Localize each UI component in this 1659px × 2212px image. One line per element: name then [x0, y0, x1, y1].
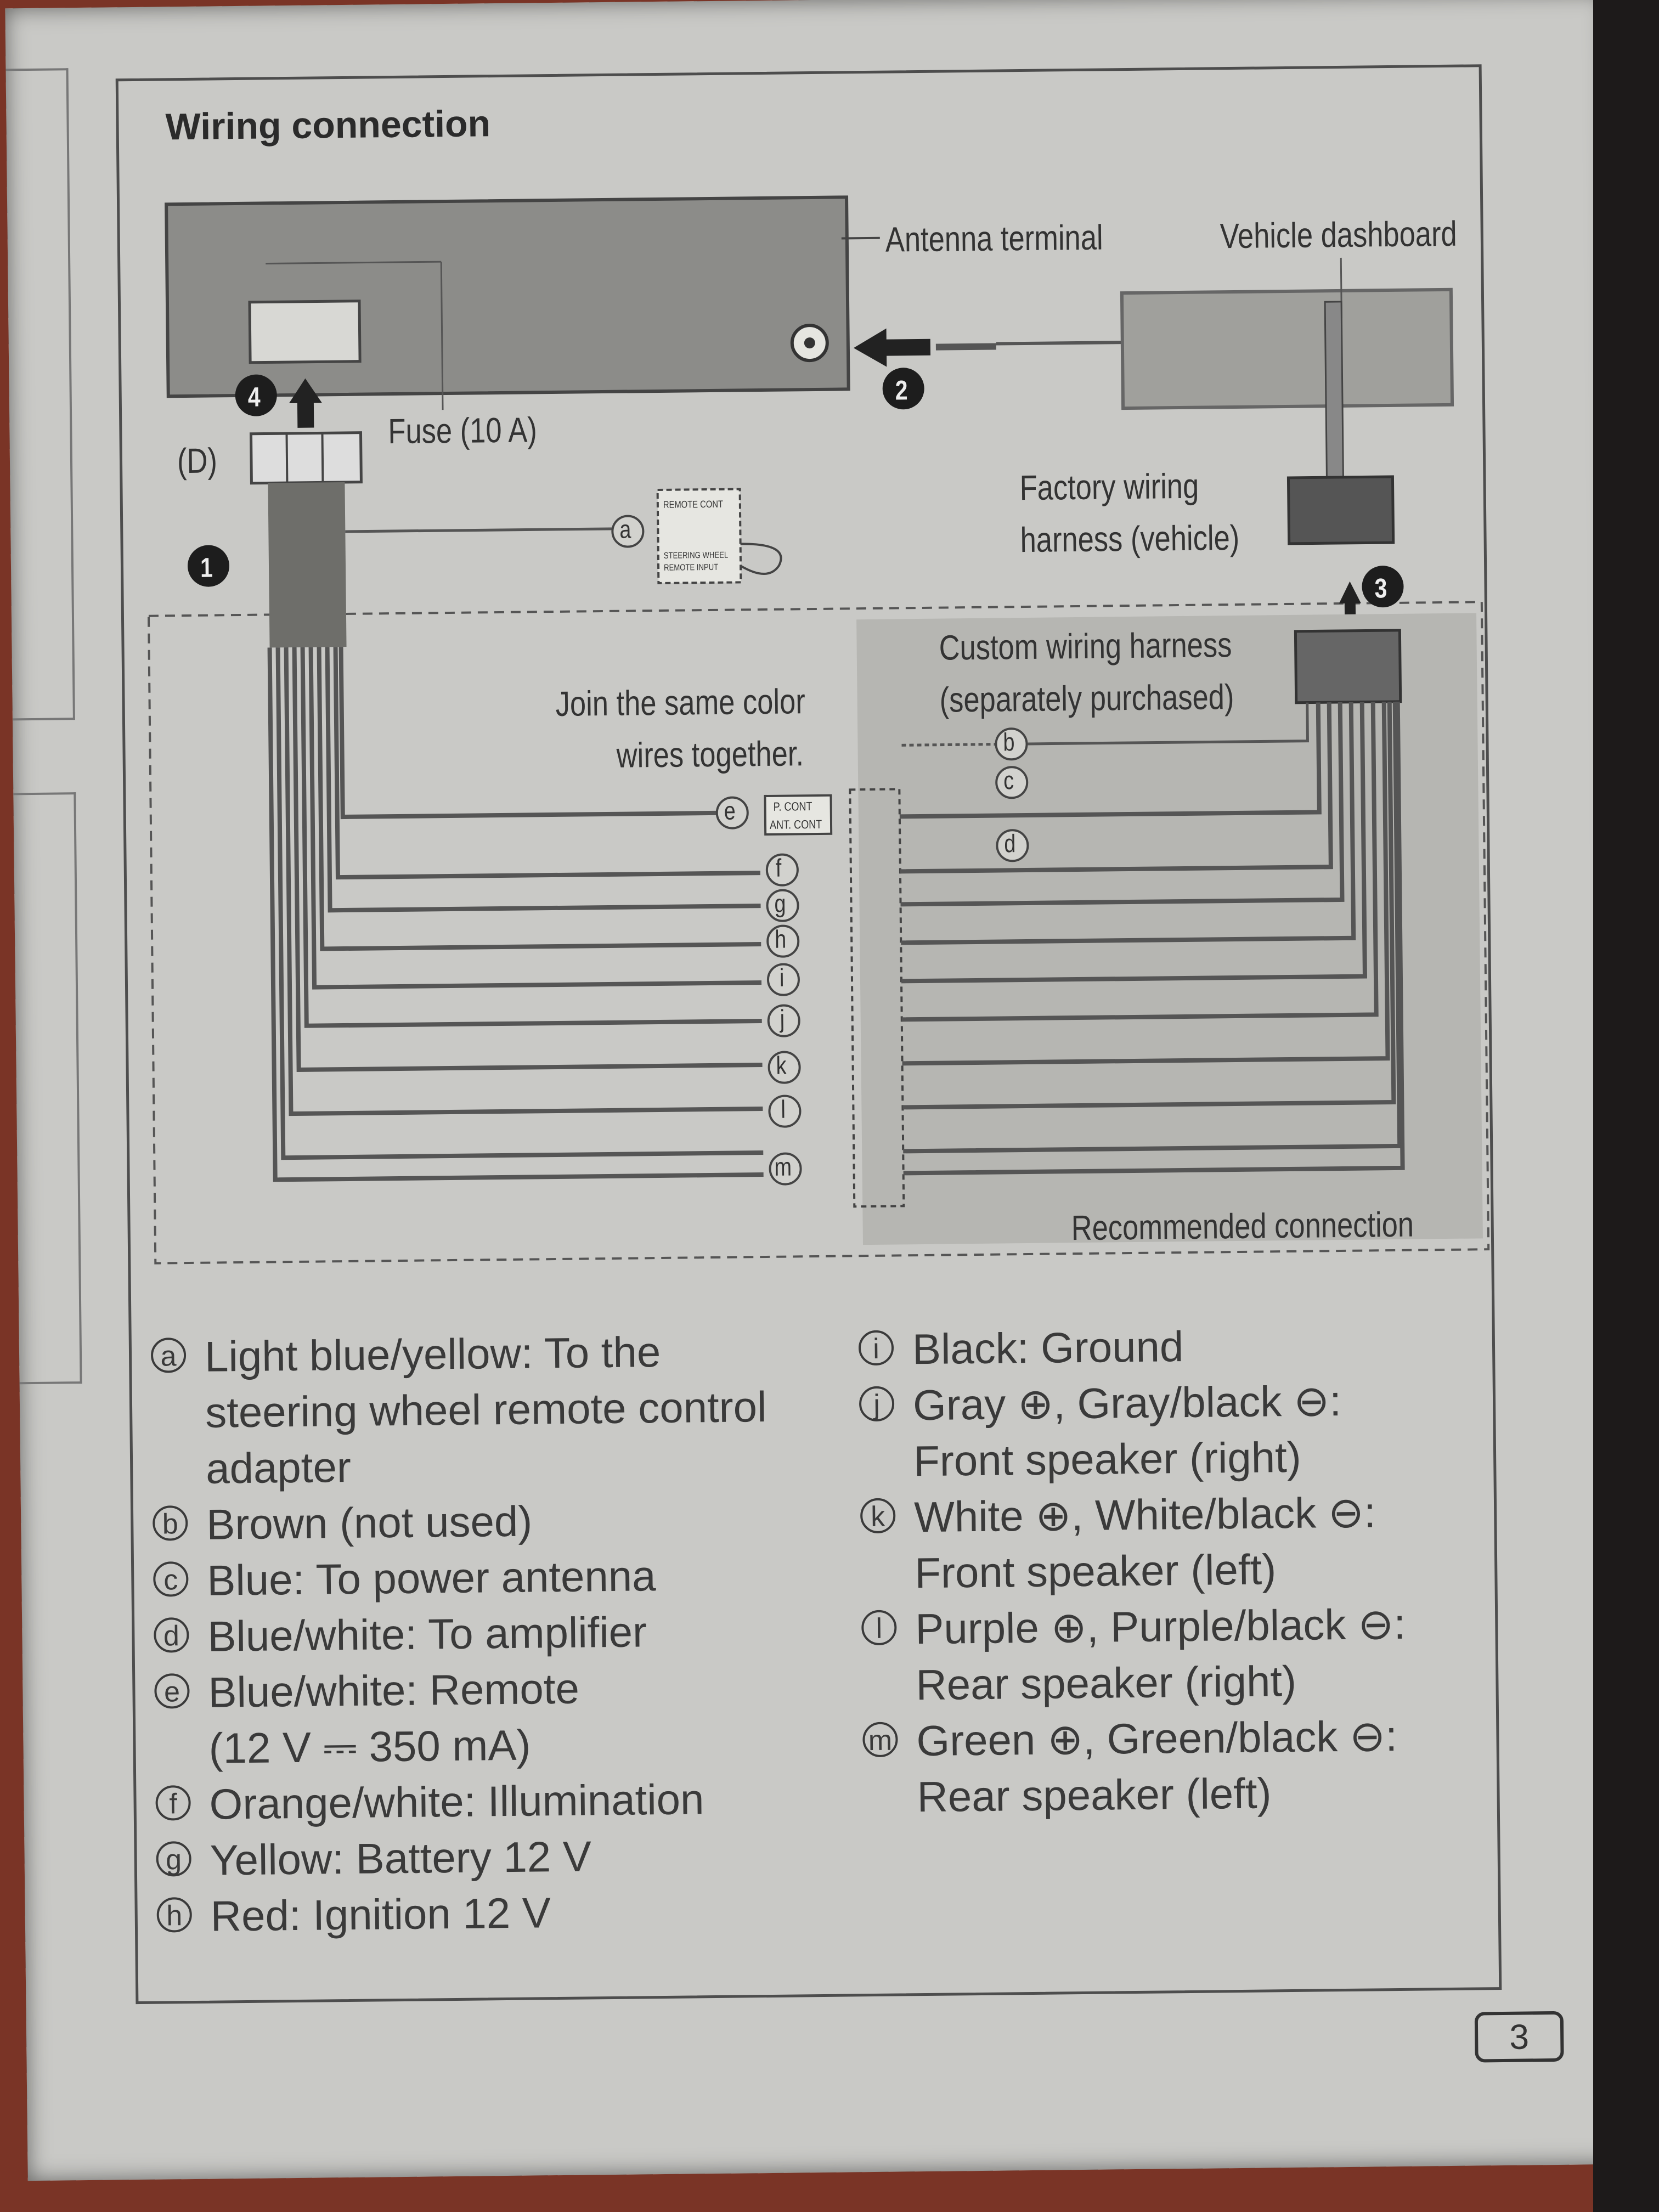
legend-text: Blue/white: To amplifier [207, 1607, 647, 1661]
step-1-marker [188, 545, 230, 587]
wire-letter-a: a [619, 515, 631, 544]
factory-wiring-label-1: Factory wiring [1019, 466, 1199, 508]
fuse-label: Fuse (10 A) [388, 410, 538, 452]
legend-item-c: c Blue: To power antenna [153, 1546, 845, 1609]
legend-letter: e [154, 1673, 190, 1709]
wire-letter-c: c [1003, 766, 1014, 795]
wire-letter-l: l [781, 1094, 786, 1124]
wire-letter-h: h [774, 924, 787, 953]
legend-letter: d [154, 1617, 189, 1653]
legend-right: i Black: Ground j Gray ⊕, Gray/black ⊖: … [858, 1315, 1500, 1825]
legend-item-l: l Purple ⊕, Purple/black ⊖: Rear speaker… [861, 1595, 1499, 1713]
legend-text: Blue/white: Remote (12 V ⎓ 350 mA) [208, 1664, 580, 1773]
connector-socket [248, 300, 362, 364]
recommended-box [147, 601, 1490, 1265]
legend-letter: g [156, 1841, 192, 1877]
legend-letter: h [156, 1897, 193, 1933]
background-edge [1593, 0, 1659, 2212]
legend-text: Purple ⊕, Purple/black ⊖: Rear speaker (… [915, 1599, 1406, 1709]
step-2-marker [882, 368, 924, 410]
legend-item-k: k White ⊕, White/black ⊖: Front speaker … [860, 1483, 1498, 1601]
wiring-diagram [147, 195, 1490, 1265]
factory-harness-plug [1286, 475, 1395, 545]
wire-letter-j: j [780, 1004, 785, 1033]
pcont-connector [764, 794, 833, 836]
legend-letter: k [860, 1498, 896, 1534]
legend-letter: l [861, 1610, 897, 1646]
legend-item-m: m Green ⊕, Green/black ⊖: Rear speaker (… [862, 1707, 1500, 1825]
legend-text: Gray ⊕, Gray/black ⊖: Front speaker (rig… [912, 1376, 1342, 1486]
custom-harness-label-2: (separately purchased) [939, 677, 1234, 720]
legend-letter: a [150, 1338, 187, 1373]
legend-item-e: e Blue/white: Remote (12 V ⎓ 350 mA) [154, 1658, 847, 1777]
legend-item-g: g Yellow: Battery 12 V [156, 1826, 848, 1889]
legend-text: White ⊕, White/black ⊖: Front speaker (l… [913, 1488, 1376, 1598]
legend-text: Yellow: Battery 12 V [210, 1832, 592, 1884]
left-wires [267, 647, 764, 1182]
legend-letter: m [862, 1722, 898, 1758]
legend-item-d: d Blue/white: To amplifier [154, 1602, 845, 1665]
legend-text: Light blue/yellow: To the steering wheel… [204, 1328, 767, 1493]
recommended-connection-label: Recommended connection [1071, 1204, 1414, 1248]
remote-cont-label: REMOTE CONT [663, 498, 724, 510]
page-number: 3 [1474, 2011, 1564, 2063]
legend-text: Green ⊕, Green/black ⊖: Rear speaker (le… [916, 1712, 1398, 1821]
pcont-label: P. CONT [773, 799, 812, 814]
legend-letter: c [153, 1561, 189, 1597]
legend-text: Brown (not used) [206, 1497, 533, 1549]
iso-plug [249, 431, 363, 485]
legend-item-h: h Red: Ignition 12 V [156, 1882, 848, 1945]
head-unit [165, 195, 850, 398]
legend-text: Red: Ignition 12 V [210, 1888, 551, 1940]
legend-item-b: b Brown (not used) [152, 1490, 844, 1553]
legend-letter: j [859, 1386, 895, 1422]
legend-letter: b [152, 1505, 188, 1541]
wire-letter-b: b [1003, 727, 1015, 757]
wire-letter-circles [611, 515, 1029, 1186]
factory-wiring-label-2: harness (vehicle) [1020, 517, 1240, 560]
step-2-number: 2 [895, 375, 908, 406]
wire-letter-m: m [774, 1152, 792, 1181]
legend-item-j: j Gray ⊕, Gray/black ⊖: Front speaker (r… [859, 1371, 1497, 1489]
vehicle-dashboard [1120, 287, 1454, 410]
legend-letter: f [155, 1785, 191, 1821]
legend-left: a Light blue/yellow: To the steering whe… [150, 1322, 849, 1945]
step-3-marker [1362, 566, 1404, 608]
legend-text: Blue: To power antenna [206, 1551, 656, 1605]
wire-bundle [268, 482, 347, 648]
join-wires-label-2: wires together. [616, 733, 804, 775]
wire-letter-k: k [776, 1051, 787, 1080]
d-label: (D) [177, 441, 218, 481]
antenna-terminal-label: Antenna terminal [885, 217, 1103, 259]
manual-page: Wiring connection [5, 0, 1630, 2181]
custom-harness-label-1: Custom wiring harness [939, 625, 1232, 668]
antcont-label: ANT. CONT [769, 817, 822, 832]
wire-letter-g: g [774, 889, 786, 918]
wire-letter-e: e [724, 796, 736, 825]
legend-letter: i [858, 1330, 894, 1366]
legend-text: Orange/white: Illumination [209, 1775, 704, 1829]
step-4-marker [235, 374, 277, 416]
legend-text: Black: Ground [912, 1322, 1184, 1374]
remote-connector [656, 488, 742, 585]
legend-item-i: i Black: Ground [858, 1315, 1495, 1378]
wire-letter-d: d [1004, 829, 1016, 858]
step-1-number: 1 [200, 552, 213, 583]
steering-wheel-label-2: REMOTE INPUT [664, 562, 719, 573]
wire-letter-i: i [779, 963, 785, 992]
antenna-arrow [853, 328, 931, 367]
right-wires [899, 701, 1405, 1176]
join-wires-label-1: Join the same color [555, 681, 806, 724]
wire-letter-f: f [775, 853, 782, 882]
vehicle-dashboard-label: Vehicle dashboard [1220, 213, 1457, 256]
legend-item-a: a Light blue/yellow: To the steering whe… [150, 1322, 844, 1497]
steering-wheel-label-1: STEERING WHEEL [663, 550, 729, 561]
custom-harness-plug [1294, 629, 1402, 704]
join-box [849, 788, 905, 1208]
legend-item-f: f Orange/white: Illumination [155, 1770, 847, 1833]
step-4-number: 4 [247, 381, 261, 413]
step-3-number: 3 [1374, 573, 1387, 604]
